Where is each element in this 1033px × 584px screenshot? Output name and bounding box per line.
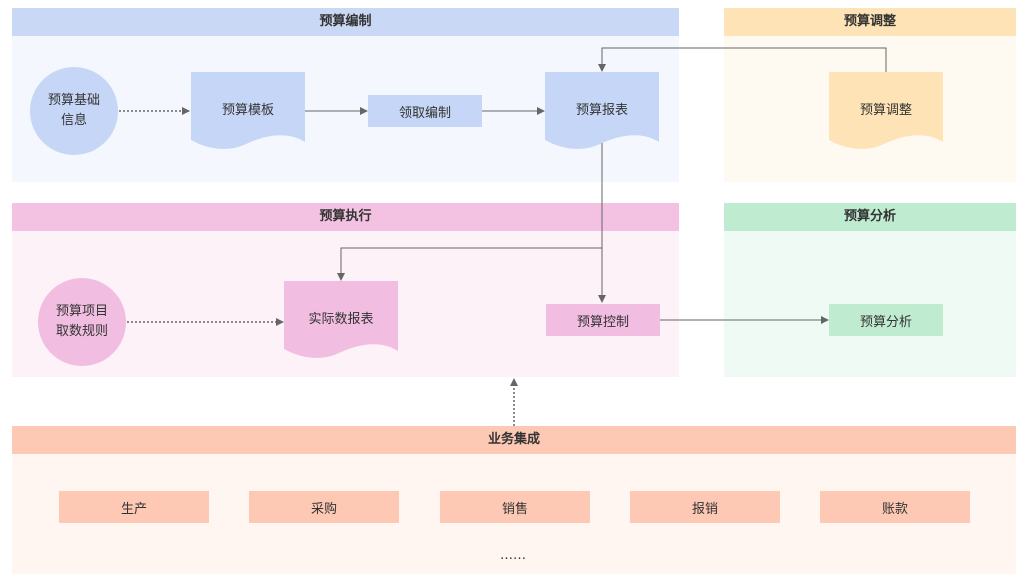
node-budget-report: 预算报表 [545, 72, 659, 152]
node-actual-report-label: 实际数报表 [308, 312, 374, 327]
panel-title-compile: 预算编制 [12, 8, 679, 36]
doc-shape [284, 281, 398, 358]
node-budget-analysis: 预算分析 [829, 304, 943, 336]
node-basic-info-label: 预算基础 信息 [47, 93, 100, 128]
node-item-rules-label: 预算项目 取数规则 [55, 304, 108, 339]
node-claim-compile: 领取编制 [368, 95, 482, 127]
integration-item-label: 账款 [881, 501, 908, 517]
node-basic-info: 预算基础 信息 [30, 67, 118, 155]
integration-item-procurement: 采购 [249, 491, 399, 523]
doc-shape [545, 72, 659, 149]
integration-item-label: 销售 [501, 501, 528, 517]
integration-item-label: 报销 [691, 501, 718, 517]
panel-budget-adjust: 预算调整 [724, 8, 1016, 182]
integration-ellipsis: …… [500, 548, 526, 563]
node-claim-compile-label: 领取编制 [398, 105, 451, 121]
node-budget-control: 预算控制 [546, 304, 660, 336]
node-budget-adjust-label: 预算调整 [859, 103, 912, 118]
integration-item-sales: 销售 [440, 491, 590, 523]
panel-title-integration: 业务集成 [12, 426, 1016, 454]
panel-title-analysis: 预算分析 [724, 203, 1016, 231]
panel-title-execute: 预算执行 [12, 203, 679, 231]
integration-item-reimbursement: 报销 [630, 491, 780, 523]
panel-budget-analysis: 预算分析 [724, 203, 1016, 377]
integration-item-label: 生产 [120, 501, 147, 517]
node-budget-template: 预算模板 [191, 72, 305, 152]
integration-item-accounts: 账款 [820, 491, 970, 523]
node-budget-control-label: 预算控制 [576, 314, 629, 330]
node-budget-template-label: 预算模板 [221, 103, 274, 118]
doc-shape [829, 72, 943, 149]
integration-item-label: 采购 [310, 501, 337, 517]
panel-title-adjust: 预算调整 [724, 8, 1016, 36]
node-budget-analysis-label: 预算分析 [859, 314, 912, 330]
doc-shape [191, 72, 305, 149]
node-budget-report-label: 预算报表 [575, 103, 628, 118]
node-actual-report: 实际数报表 [284, 281, 398, 361]
integration-item-production: 生产 [59, 491, 209, 523]
node-item-rules: 预算项目 取数规则 [38, 278, 126, 366]
node-budget-adjust: 预算调整 [829, 72, 943, 152]
